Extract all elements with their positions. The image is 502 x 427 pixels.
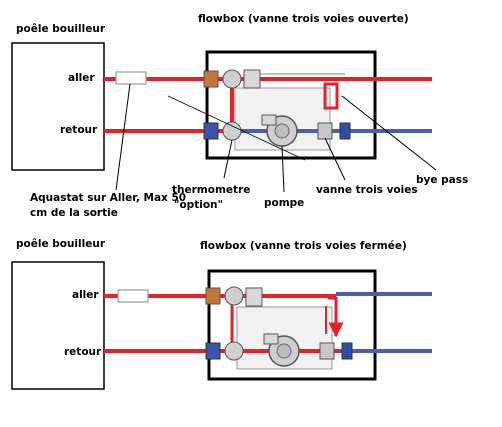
bottom-aller-label: aller (72, 289, 99, 301)
bottom-boiler-title: poêle bouilleur (16, 238, 106, 250)
bottom-aquastat-sensor (117, 289, 149, 303)
top-pump-rotor (274, 123, 290, 139)
bottom-diagram: poêle bouilleur flowbox (vanne trois voi… (11, 238, 432, 390)
top-aquastat-line1: Aquastat sur Aller, Max 50 (30, 192, 186, 204)
bottom-boiler-box (11, 261, 105, 390)
top-three-way-valve (317, 122, 333, 140)
top-diagram: poêle bouilleur flowbox (vanne trois voi… (11, 13, 468, 219)
bottom-return-outlet-fitting (341, 342, 353, 360)
top-thermometer-line1: thermometre (172, 184, 250, 196)
top-supply-union (243, 69, 261, 89)
top-bypass-label: bye pass (416, 174, 468, 186)
top-supply-fitting (203, 70, 219, 88)
bottom-three-way-valve (319, 342, 335, 360)
bottom-retour-label: retour (64, 346, 102, 358)
top-boiler-title: poêle bouilleur (16, 23, 106, 35)
top-retour-label: retour (60, 124, 98, 136)
top-bypass-leader (341, 95, 437, 171)
top-aquastat-sensor (115, 71, 147, 85)
bottom-pump-body (263, 333, 279, 345)
top-return-fitting (203, 122, 219, 140)
top-pump-body (261, 114, 277, 126)
top-extra-leader (167, 95, 306, 161)
top-valve-label: vanne trois voies (316, 184, 418, 196)
top-aquastat-leader (115, 83, 131, 191)
top-return-outlet-fitting (339, 122, 351, 140)
top-boiler-box (11, 42, 105, 171)
top-valve-leader (324, 137, 346, 181)
bottom-supply-valve (224, 286, 244, 306)
bottom-thermometer (224, 341, 244, 361)
top-pump-label: pompe (264, 197, 304, 209)
top-aquastat-line2: cm de la sortie (30, 207, 118, 219)
bottom-return-fitting (205, 342, 221, 360)
top-thermometer-line2: "option" (174, 199, 223, 211)
bottom-supply-union (245, 287, 263, 307)
bottom-pump-rotor (276, 343, 292, 359)
top-bypass-tube (323, 82, 339, 110)
top-supply-valve (222, 69, 242, 89)
bottom-supply-fitting (205, 287, 221, 305)
top-thermometer (222, 121, 242, 141)
bottom-bypass-flow (328, 296, 344, 338)
top-flowbox-title: flowbox (vanne trois voies ouverte) (198, 13, 409, 25)
top-aller-label: aller (68, 72, 95, 84)
bottom-flowbox-title: flowbox (vanne trois voies fermée) (200, 240, 407, 252)
top-pump-leader (281, 145, 285, 193)
top-thermometer-leader (223, 139, 233, 179)
